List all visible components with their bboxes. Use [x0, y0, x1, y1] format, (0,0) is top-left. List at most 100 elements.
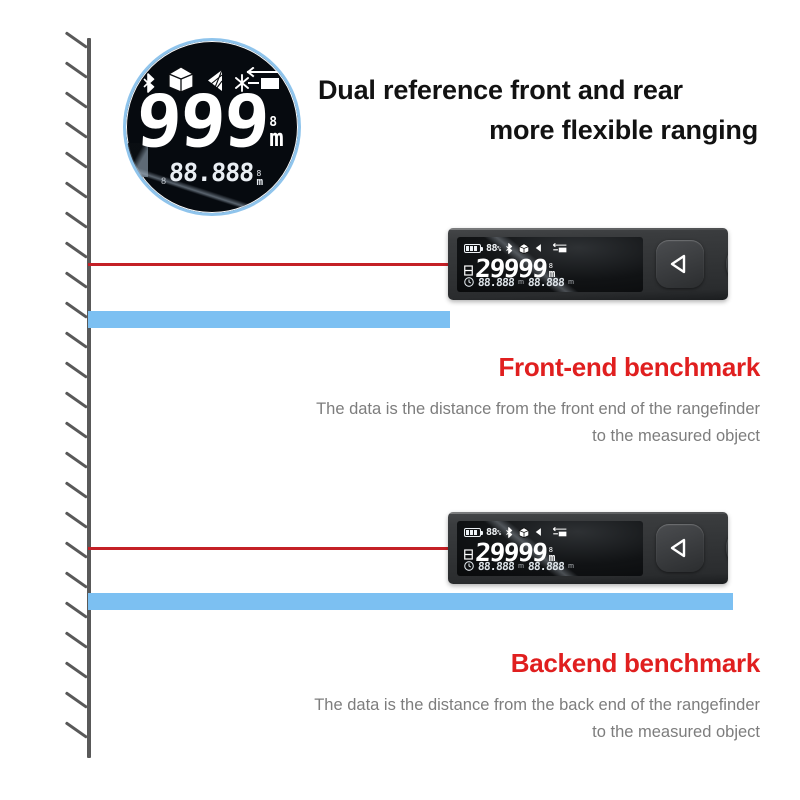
- device-history-unit-2: m: [568, 562, 574, 570]
- area-triangle-icon: [208, 69, 223, 91]
- wall-hatch-mark: [64, 691, 88, 709]
- wall-graphic: [40, 30, 100, 765]
- headline-line-2: more flexible ranging: [489, 115, 758, 145]
- section-body-back: The data is the distance from the back e…: [140, 692, 760, 746]
- measure-bar-front: [88, 311, 450, 328]
- battery-icon: [464, 527, 483, 537]
- device-history-unit-2: m: [568, 278, 574, 286]
- lcd-closeup-circle: 999 8 m 8 88.888 8 m: [123, 38, 301, 216]
- bluetooth-icon: [505, 242, 512, 254]
- lcd-unit-superscript: 8: [269, 115, 278, 130]
- lcd-main-value: 999: [134, 79, 271, 163]
- section-body-back-line-2: to the measured object: [592, 723, 760, 741]
- battery-icon: [464, 243, 483, 253]
- device-unit-superscript: 8: [548, 546, 553, 554]
- clock-icon: [464, 561, 474, 571]
- lcd-unit-meters: m: [269, 124, 284, 152]
- wall-vertical-line: [87, 38, 91, 758]
- device-screen-front: 88% 29999 8: [457, 237, 643, 292]
- page-headline: Dual reference front and rear more flexi…: [318, 70, 758, 150]
- battery-percent: 88%: [486, 242, 501, 254]
- section-title-front: Front-end benchmark: [498, 352, 760, 382]
- device-unit-meters: m: [548, 551, 556, 564]
- laser-line-front: [88, 263, 448, 266]
- device-history-row: 88.888 m 88.888 m: [464, 275, 639, 289]
- rangefinder-device-front: 88% 29999 8: [448, 228, 728, 300]
- wall-hatch-mark: [64, 271, 88, 289]
- wall-hatch-mark: [64, 61, 88, 79]
- reference-laser-icon: [552, 526, 567, 536]
- section-body-front: The data is the distance from the front …: [140, 396, 760, 450]
- battery-percent: 88%: [486, 526, 501, 538]
- section-body-front-line-1: The data is the distance from the front …: [316, 400, 760, 418]
- back-triangle-button[interactable]: [656, 240, 704, 288]
- device-main-reading: 29999 8 m: [464, 254, 639, 283]
- reference-laser-icon: [552, 242, 567, 252]
- wall-hatch-mark: [64, 661, 88, 679]
- device-unit-meters: m: [548, 267, 556, 280]
- device-main-unit: 8 m: [548, 262, 556, 280]
- device-status-row: 88%: [464, 526, 638, 538]
- wall-hatch-mark: [64, 361, 88, 379]
- reference-mode-icon: [464, 549, 473, 560]
- lcd-sub-unit-meters: m: [256, 175, 264, 188]
- device-history-row: 88.888 m 88.888 m: [464, 559, 639, 573]
- lcd-sub-left-superscript: 8: [160, 177, 167, 187]
- lcd-main-unit: 8 m: [269, 115, 284, 152]
- bluetooth-icon: [143, 73, 155, 93]
- device-history-value-2: 88.888: [527, 275, 565, 289]
- volume-cube-icon: [518, 526, 529, 538]
- section-body-back-line-1: The data is the distance from the back e…: [314, 696, 760, 714]
- wall-hatch-mark: [64, 121, 88, 139]
- device-main-unit: 8 m: [548, 546, 556, 564]
- device-history-unit-1: m: [518, 562, 524, 570]
- device-main-reading: 29999 8 m: [464, 538, 639, 567]
- power-circle-button[interactable]: [726, 525, 728, 571]
- volume-cube-icon: [168, 66, 194, 93]
- lcd-icon-row: [126, 63, 298, 93]
- back-triangle-button[interactable]: [656, 524, 704, 572]
- reference-laser-icon: [235, 67, 280, 92]
- device-history-value-1: 88.888: [477, 559, 515, 573]
- wall-hatch-mark: [64, 181, 88, 199]
- wall-hatch-mark: [64, 421, 88, 439]
- wall-hatch-mark: [64, 391, 88, 409]
- rangefinder-device-back: 88% 29999 8: [448, 512, 728, 584]
- lcd-main-reading: 999 8 m: [126, 79, 298, 163]
- device-history-unit-1: m: [518, 278, 524, 286]
- device-history-value-2: 88.888: [527, 559, 565, 573]
- area-triangle-icon: [535, 244, 541, 252]
- area-triangle-icon: [535, 528, 541, 536]
- wall-hatch-mark: [64, 511, 88, 529]
- wall-hatch-mark: [64, 91, 88, 109]
- laser-line-back: [88, 547, 448, 550]
- wall-hatch-mark: [64, 31, 88, 49]
- wall-hatch-mark: [64, 601, 88, 619]
- wall-hatch-mark: [64, 331, 88, 349]
- lcd-sub-unit-superscript: 8: [256, 169, 262, 178]
- volume-cube-icon: [518, 242, 529, 254]
- wall-hatch-mark: [64, 721, 88, 739]
- wall-hatch-mark: [64, 481, 88, 499]
- wall-hatch-mark: [64, 211, 88, 229]
- lcd-sub-value: 88.888: [168, 158, 255, 187]
- clock-icon: [464, 277, 474, 287]
- wall-hatch-mark: [64, 301, 88, 319]
- power-circle-button[interactable]: [726, 241, 728, 287]
- wall-hatch-mark: [64, 241, 88, 259]
- bluetooth-icon: [505, 526, 512, 538]
- device-unit-superscript: 8: [548, 262, 553, 270]
- device-history-value-1: 88.888: [477, 275, 515, 289]
- measure-bar-back: [88, 593, 733, 610]
- section-body-front-line-2: to the measured object: [592, 427, 760, 445]
- device-screen-back: 88% 29999 8: [457, 521, 643, 576]
- wall-hatch-mark: [64, 541, 88, 559]
- headline-line-1: Dual reference front and rear: [318, 75, 683, 105]
- wall-hatch-mark: [64, 571, 88, 589]
- lcd-sub-reading: 8 88.888 8 m: [126, 158, 298, 187]
- triangle-left-icon: [670, 538, 686, 558]
- wall-hatch-mark: [64, 631, 88, 649]
- device-status-row: 88%: [464, 242, 638, 254]
- section-title-back: Backend benchmark: [510, 648, 761, 678]
- lcd-sub-unit: 8 m: [256, 169, 264, 188]
